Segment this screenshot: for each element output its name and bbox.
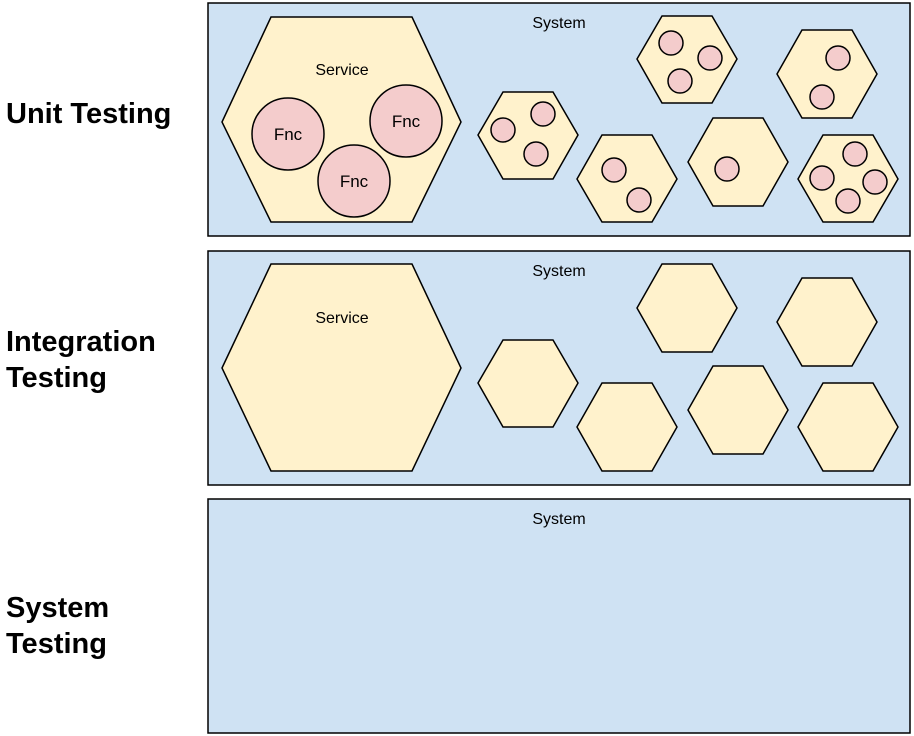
function-circle bbox=[825, 45, 851, 71]
service-hexagon bbox=[797, 134, 899, 223]
function-circle bbox=[862, 169, 888, 195]
unit-testing-system: System Service Fnc Fnc Fnc bbox=[207, 2, 911, 237]
row-label-line: Unit Testing bbox=[6, 98, 172, 130]
function-circle bbox=[842, 141, 868, 167]
function-circle bbox=[530, 101, 556, 127]
row-label-line: Testing bbox=[6, 362, 107, 394]
function-circle bbox=[490, 117, 516, 143]
service-label: Service bbox=[315, 62, 368, 79]
function-circle bbox=[714, 156, 740, 182]
function-circle bbox=[658, 30, 684, 56]
service-hexagon bbox=[776, 29, 878, 119]
function-circle bbox=[317, 144, 391, 218]
function-circle bbox=[697, 45, 723, 71]
service-hexagon bbox=[221, 263, 462, 472]
service-hexagon bbox=[636, 263, 738, 353]
service-hexagon bbox=[687, 365, 789, 455]
service-hexagon bbox=[477, 339, 579, 428]
service-hexagon bbox=[576, 382, 678, 472]
row-label-integration-testing: Integration Testing bbox=[6, 324, 156, 396]
function-circle bbox=[835, 188, 861, 214]
row-label-line: Testing bbox=[6, 628, 107, 660]
row-label-unit-testing: Unit Testing bbox=[6, 96, 171, 132]
function-label: Fnc bbox=[340, 172, 369, 191]
integration-testing-system: System Service bbox=[207, 250, 911, 486]
function-circle bbox=[369, 84, 443, 158]
service-hexagon bbox=[687, 117, 789, 207]
system-testing-system: System bbox=[207, 498, 911, 734]
service-hexagon bbox=[221, 16, 462, 223]
service-hexagon bbox=[576, 134, 678, 223]
function-label: Fnc bbox=[274, 125, 303, 144]
function-circle bbox=[523, 141, 549, 167]
service-label: Service bbox=[315, 310, 368, 327]
function-label: Fnc bbox=[392, 112, 421, 131]
service-hexagon bbox=[776, 277, 878, 367]
row-label-system-testing: System Testing bbox=[6, 590, 109, 662]
function-circle bbox=[809, 165, 835, 191]
function-circle bbox=[601, 157, 627, 183]
system-label: System bbox=[532, 511, 585, 528]
service-hexagon bbox=[797, 382, 899, 472]
function-circle bbox=[809, 84, 835, 110]
system-label: System bbox=[532, 263, 585, 280]
function-circle bbox=[626, 187, 652, 213]
system-label: System bbox=[532, 15, 585, 32]
row-label-line: Integration bbox=[6, 326, 156, 358]
row-label-line: System bbox=[6, 592, 110, 624]
function-circle bbox=[667, 68, 693, 94]
function-circle bbox=[251, 97, 325, 171]
system-box bbox=[207, 498, 911, 734]
